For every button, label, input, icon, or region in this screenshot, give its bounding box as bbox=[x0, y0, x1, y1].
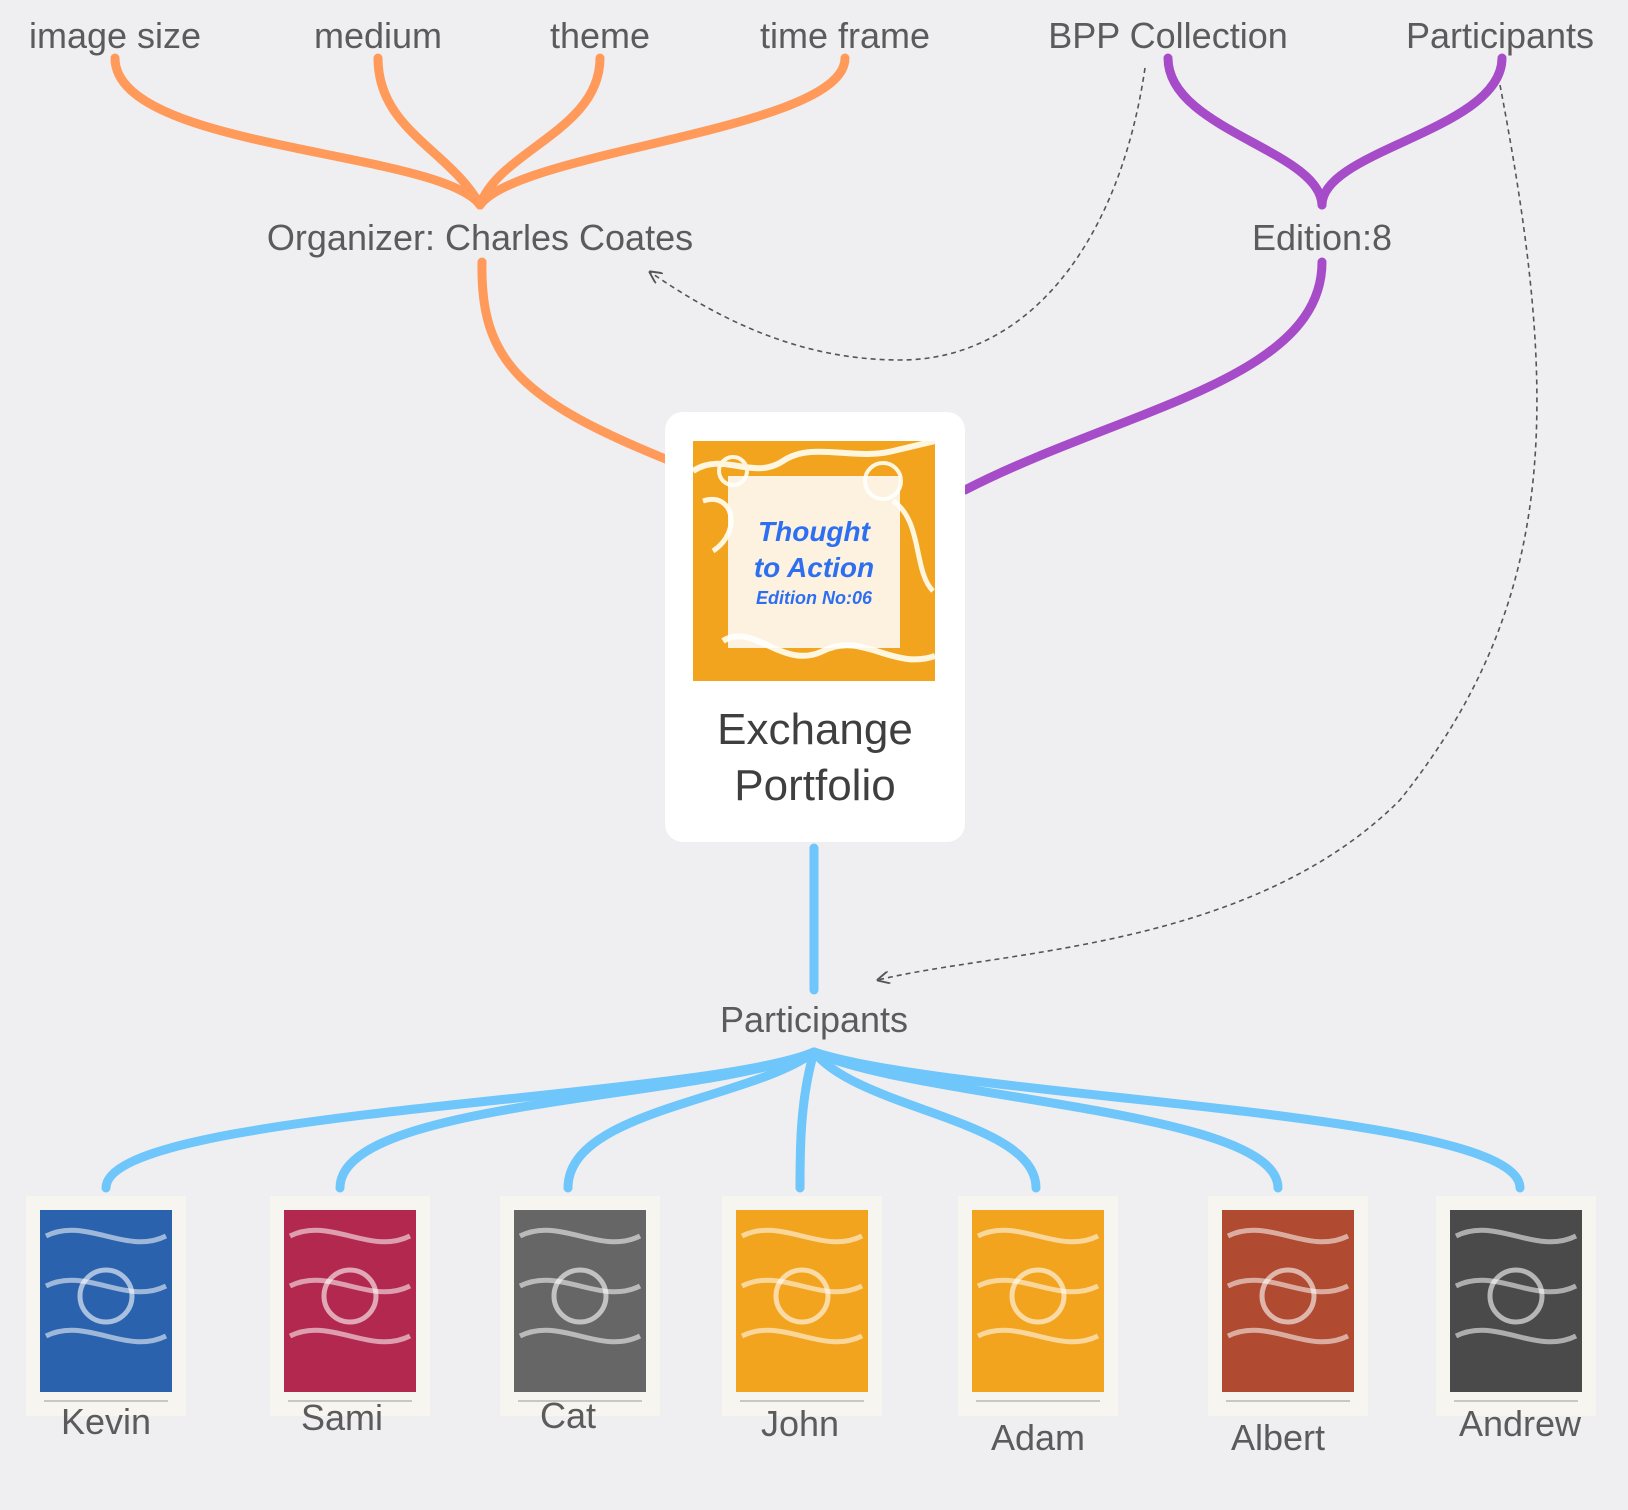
label-bpp-collection[interactable]: BPP Collection bbox=[1048, 15, 1288, 56]
print-artwork bbox=[958, 1196, 1118, 1416]
card-title-line-1: Exchange bbox=[717, 705, 913, 754]
label-image-size[interactable]: image size bbox=[28, 15, 202, 56]
print-artwork bbox=[26, 1196, 186, 1416]
participant-print-2[interactable] bbox=[500, 1196, 660, 1416]
print-artwork bbox=[722, 1196, 882, 1416]
edge-cat bbox=[563, 1047, 819, 1193]
edge-john bbox=[795, 1047, 819, 1193]
edge-time-frame bbox=[475, 53, 850, 210]
edge-image-size bbox=[110, 53, 485, 210]
label-participants-top[interactable]: Participants bbox=[1405, 15, 1595, 56]
edge-theme bbox=[475, 53, 605, 210]
print-artwork bbox=[1436, 1196, 1596, 1416]
participant-name-3[interactable]: John bbox=[760, 1403, 840, 1444]
participant-print-5[interactable] bbox=[1208, 1196, 1368, 1416]
participant-name-6[interactable]: Andrew bbox=[1458, 1403, 1582, 1444]
cover-title-line-1: Thought bbox=[758, 516, 870, 547]
participant-print-6[interactable] bbox=[1436, 1196, 1596, 1416]
dashed-participants-link bbox=[878, 84, 1538, 980]
participant-name-1[interactable]: Sami bbox=[300, 1397, 384, 1438]
organizer-branch bbox=[110, 53, 850, 465]
label-time-frame[interactable]: time frame bbox=[759, 15, 931, 56]
edge-medium bbox=[373, 53, 485, 210]
cover-title-line-2: to Action bbox=[753, 552, 875, 583]
label-participants[interactable]: Participants bbox=[719, 999, 909, 1040]
edge-bpp-collection bbox=[1163, 53, 1327, 210]
participant-name-2[interactable]: Cat bbox=[539, 1395, 597, 1436]
participants-branch bbox=[101, 843, 1525, 1193]
edge-organizer-card bbox=[477, 257, 673, 465]
edge-andrew bbox=[809, 1047, 1525, 1193]
cover-title-panel: Thought to Action Edition No:06 bbox=[728, 476, 900, 648]
participant-name-4[interactable]: Adam bbox=[990, 1417, 1086, 1458]
participant-print-1[interactable] bbox=[270, 1196, 430, 1416]
label-organizer[interactable]: Organizer: Charles Coates bbox=[266, 217, 694, 258]
print-artwork bbox=[500, 1196, 660, 1416]
participant-print-4[interactable] bbox=[958, 1196, 1118, 1416]
portfolio-cover-image: Thought to Action Edition No:06 bbox=[693, 441, 935, 681]
card-title: Exchange Portfolio bbox=[665, 702, 965, 814]
label-edition[interactable]: Edition:8 bbox=[1251, 217, 1393, 258]
edge-participants-top bbox=[1317, 53, 1507, 210]
label-theme[interactable]: theme bbox=[549, 15, 651, 56]
exchange-portfolio-card[interactable]: Thought to Action Edition No:06 Exchange… bbox=[665, 412, 965, 842]
participant-name-5[interactable]: Albert bbox=[1230, 1417, 1326, 1458]
print-artwork bbox=[1208, 1196, 1368, 1416]
card-title-line-2: Portfolio bbox=[734, 761, 896, 810]
edge-edition-card bbox=[960, 257, 1327, 495]
participant-print-3[interactable] bbox=[722, 1196, 882, 1416]
label-medium[interactable]: medium bbox=[313, 15, 443, 56]
reference-links bbox=[650, 67, 1538, 980]
edition-branch bbox=[960, 53, 1507, 495]
print-artwork bbox=[270, 1196, 430, 1416]
participant-print-0[interactable] bbox=[26, 1196, 186, 1416]
edge-sami bbox=[335, 1047, 819, 1193]
edge-adam bbox=[809, 1047, 1041, 1193]
cover-edition-number: Edition No:06 bbox=[756, 588, 872, 608]
participant-name-0[interactable]: Kevin bbox=[60, 1401, 152, 1442]
dashed-bpp-to-organizer bbox=[650, 67, 1146, 361]
